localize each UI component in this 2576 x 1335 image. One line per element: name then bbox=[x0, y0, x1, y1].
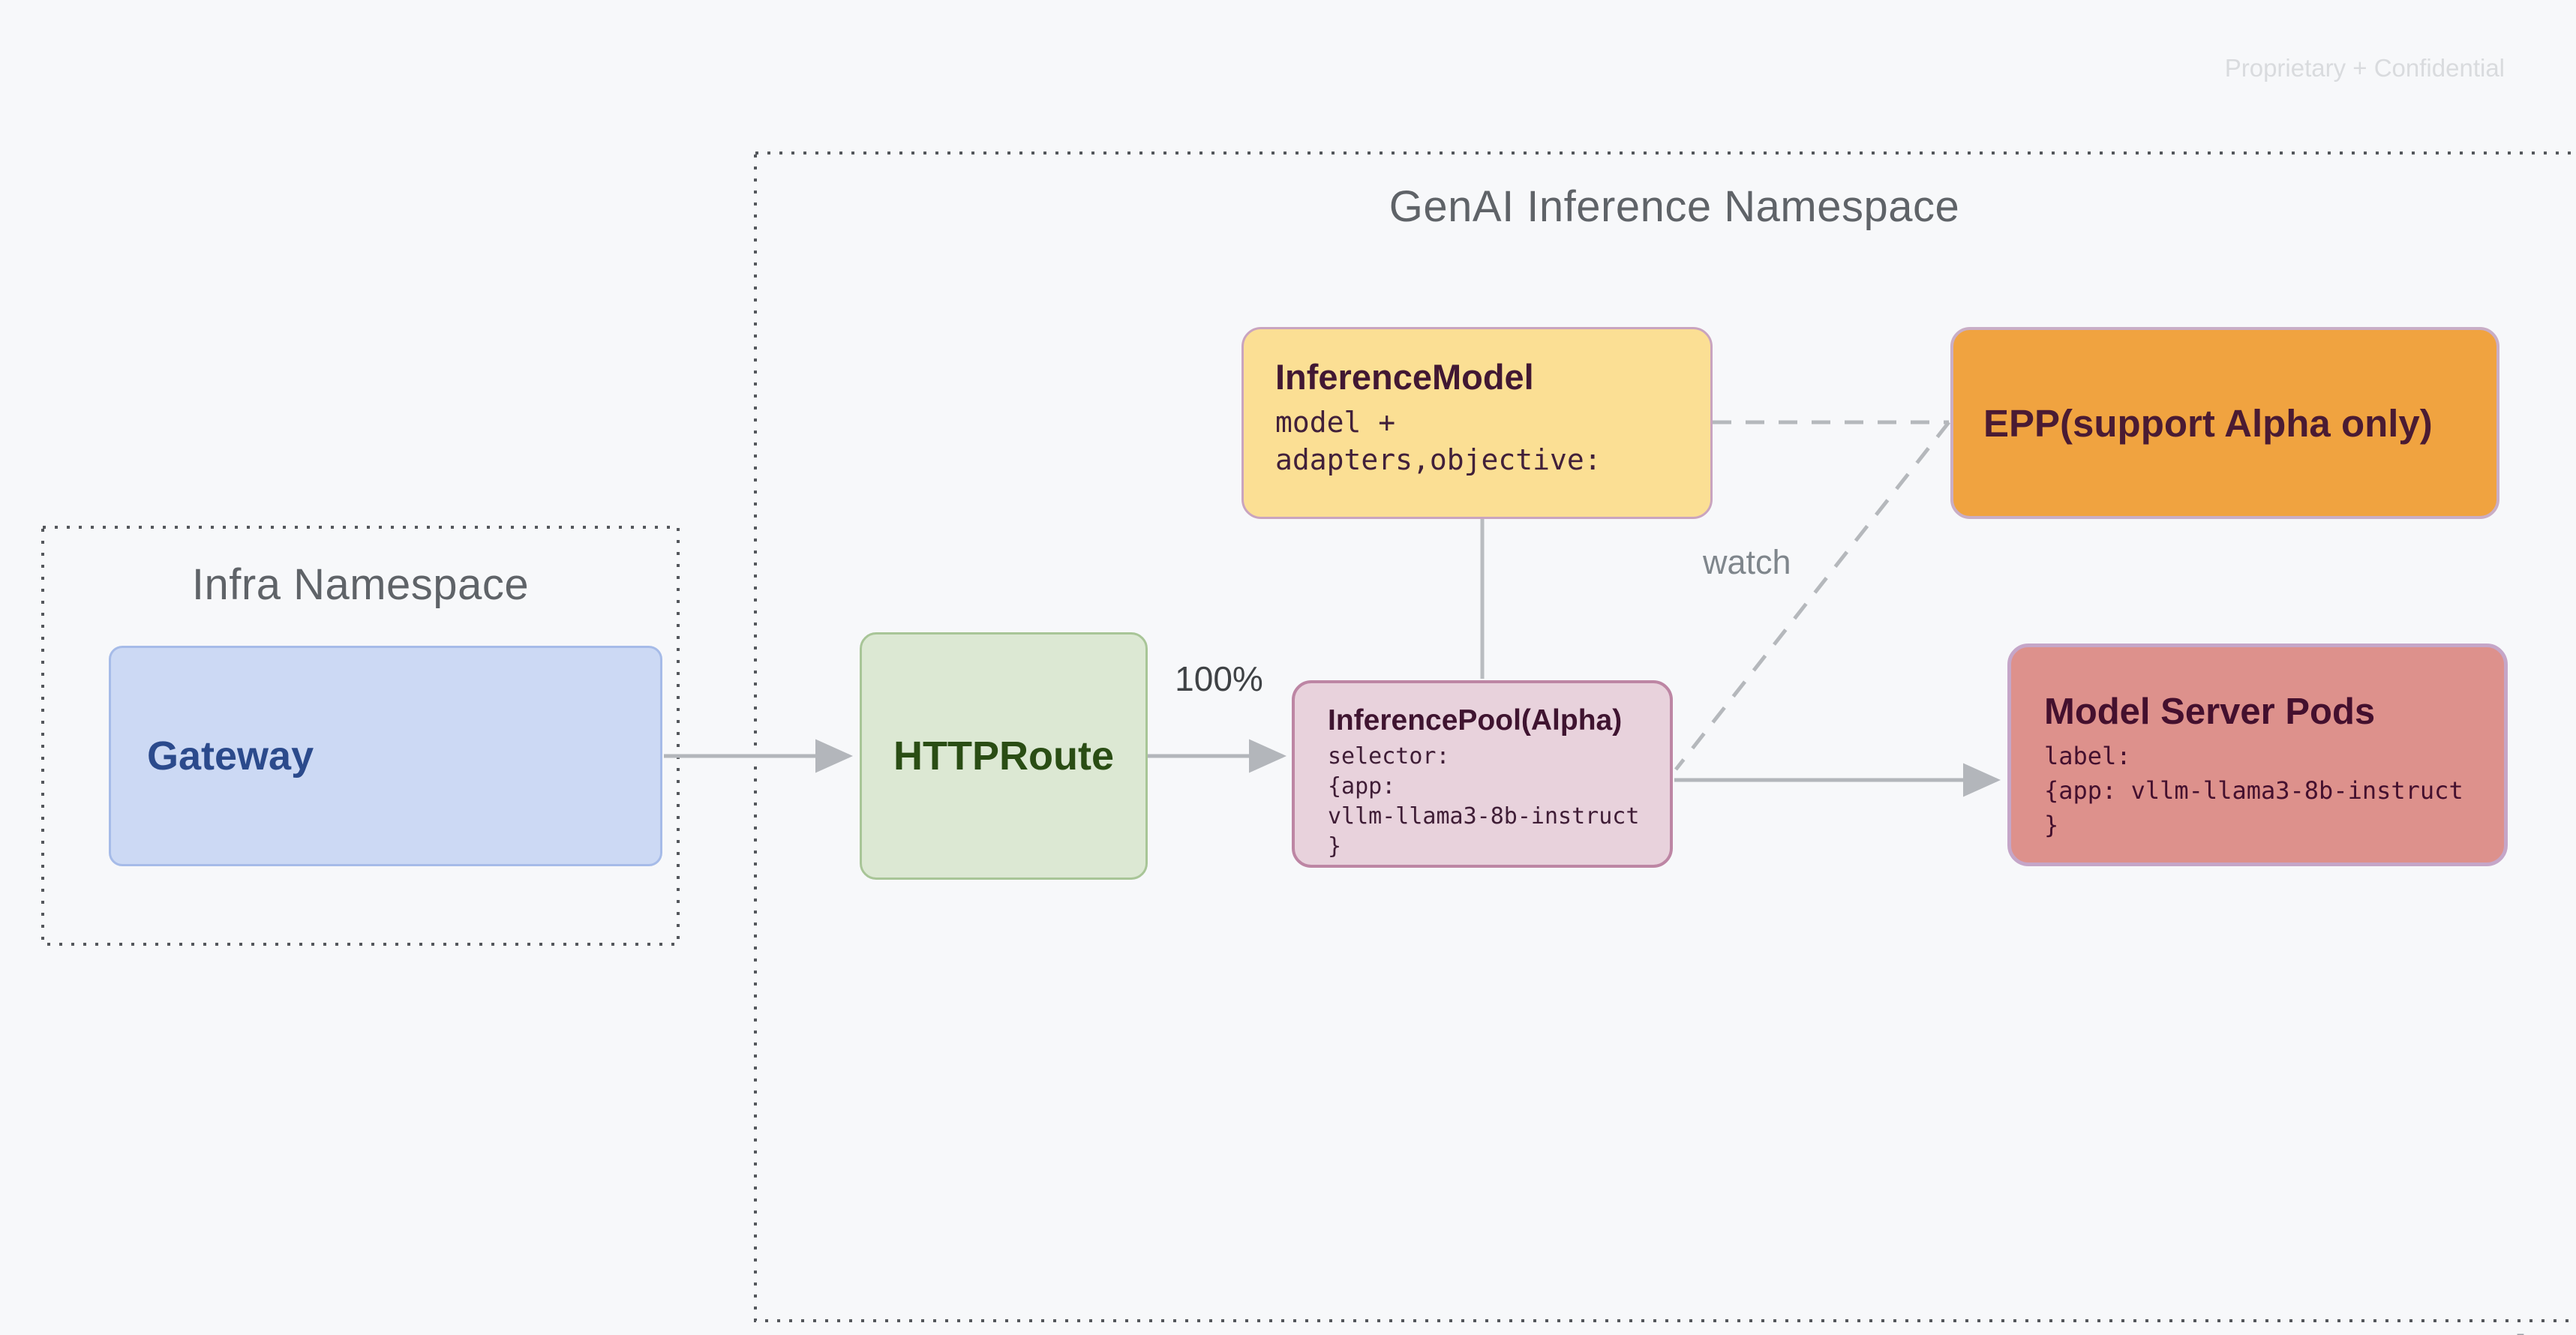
httproute-node-title: HTTPRoute bbox=[893, 734, 1114, 778]
google-logo: Google bbox=[2382, 1324, 2556, 1335]
epp-node-title: EPP(support Alpha only) bbox=[1983, 401, 2433, 445]
genai-namespace-title: GenAI Inference Namespace bbox=[1389, 182, 1960, 231]
inference-model-node: InferenceModel model + adapters,objectiv… bbox=[1241, 327, 1713, 519]
gateway-node-title: Gateway bbox=[147, 734, 314, 778]
watch-label: watch bbox=[1703, 543, 1791, 581]
inference-pool-node: InferencePool(Alpha) selector: {app: vll… bbox=[1292, 680, 1673, 868]
httproute-node: HTTPRoute bbox=[860, 632, 1148, 880]
model-server-pods-node: Model Server Pods label: {app: vllm-llam… bbox=[2007, 644, 2508, 866]
edge-epp-to-inferencepool-dashed bbox=[1674, 421, 1950, 771]
confidential-note: Proprietary + Confidential bbox=[2224, 54, 2505, 82]
inference-model-node-spec: model + adapters,objective: bbox=[1275, 406, 1602, 476]
inference-model-node-title: InferenceModel bbox=[1275, 357, 1534, 397]
inference-pool-node-title: InferencePool(Alpha) bbox=[1328, 704, 1623, 736]
model-server-pods-node-spec: label: {app: vllm-llama3-8b-instruct } bbox=[2044, 742, 2463, 839]
traffic-weight-label: 100% bbox=[1175, 659, 1263, 698]
gateway-node: Gateway bbox=[109, 646, 662, 866]
epp-node: EPP(support Alpha only) bbox=[1950, 327, 2499, 519]
infra-namespace-title: Infra Namespace bbox=[191, 560, 530, 609]
model-server-pods-node-title: Model Server Pods bbox=[2044, 692, 2376, 732]
inference-pool-node-spec: selector: {app: vllm-llama3-8b-instruct … bbox=[1328, 743, 1640, 860]
